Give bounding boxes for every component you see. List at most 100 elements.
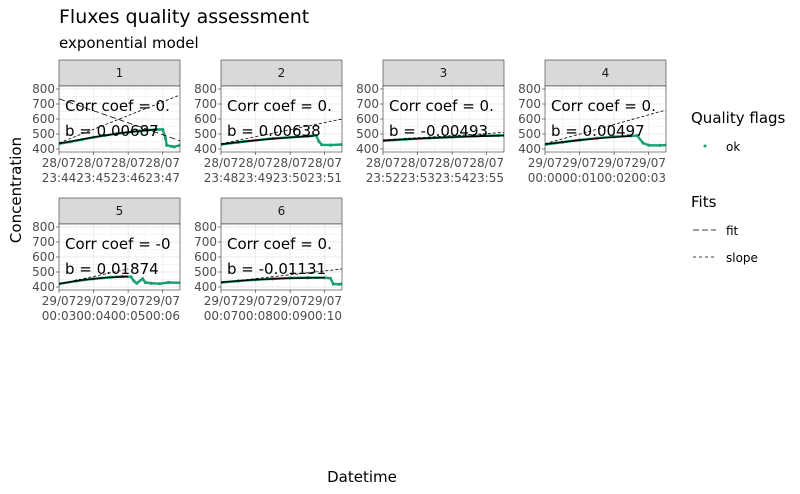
- x-tick-label-time: 23:44: [42, 171, 77, 185]
- y-tick-label: 700: [194, 235, 217, 249]
- panel-annotations: Corr coef = -0b = 0.01874: [65, 235, 170, 278]
- x-tick-label-date: 29/07: [307, 294, 342, 308]
- data-point: [337, 282, 341, 286]
- b-annotation: b = -0.00493: [389, 122, 488, 140]
- corr-annotation: Corr coef = 0.: [227, 235, 332, 253]
- x-tick-label-time: 23:48: [204, 171, 239, 185]
- chart-subtitle: exponential model: [59, 34, 199, 52]
- panel-series: [545, 109, 666, 147]
- b-annotation: b = 0.01874: [65, 260, 159, 278]
- data-point: [340, 282, 342, 286]
- b-annotation: b = 0.00497: [551, 122, 645, 140]
- grid: [59, 86, 180, 152]
- x-tick-label-time: 23:45: [76, 171, 111, 185]
- x-tick-label-time: 23:46: [111, 171, 146, 185]
- data-point: [172, 145, 176, 149]
- grid: [221, 86, 342, 152]
- data-point: [165, 143, 169, 147]
- x-tick-label-date: 29/07: [562, 156, 597, 170]
- x-tick-label-date: 28/07: [273, 156, 308, 170]
- x-tick-label-date: 28/07: [435, 156, 470, 170]
- series-fit: [59, 98, 180, 142]
- data-point: [664, 143, 666, 147]
- x-tick-label-time: 23:54: [435, 171, 470, 185]
- x-tick-label-time: 00:00: [528, 171, 563, 185]
- x-tick-label-date: 28/07: [400, 156, 435, 170]
- legend-slope-label: slope: [726, 251, 758, 265]
- y-tick-label: 500: [518, 127, 541, 141]
- data-point: [143, 280, 148, 285]
- y-tick-label: 800: [356, 82, 379, 96]
- data-point: [658, 143, 662, 147]
- strip-label: 2: [278, 66, 286, 80]
- legend-fit-label: fit: [726, 224, 739, 238]
- chart-title: Fluxes quality assessment: [59, 6, 309, 28]
- data-point: [129, 275, 133, 279]
- b-annotation: b = -0.01131: [227, 260, 326, 278]
- x-tick-label-date: 28/07: [76, 156, 111, 170]
- panel-annotations: Corr coef = 0.b = -0.00493: [389, 97, 494, 140]
- y-tick-label: 600: [194, 250, 217, 264]
- x-tick-label-time: 23:55: [469, 171, 504, 185]
- legend-quality-title: Quality flags: [691, 109, 786, 127]
- x-tick-label-time: 00:05: [111, 309, 146, 323]
- x-tick-label-date: 28/07: [469, 156, 504, 170]
- y-tick-label: 600: [194, 112, 217, 126]
- y-tick-label: 800: [518, 82, 541, 96]
- y-tick-label: 400: [194, 280, 217, 294]
- x-tick-label-date: 28/07: [204, 156, 239, 170]
- x-tick-label-date: 29/07: [111, 294, 146, 308]
- data-point: [135, 281, 139, 285]
- strip-label: 6: [278, 204, 286, 218]
- data-point: [149, 281, 153, 285]
- x-tick-label-date: 28/07: [111, 156, 146, 170]
- x-tick-label-time: 23:47: [145, 171, 180, 185]
- data-point: [328, 143, 333, 147]
- x-tick-label-date: 28/07: [42, 156, 77, 170]
- panel-series: [221, 118, 342, 147]
- y-tick-label: 700: [356, 97, 379, 111]
- x-tick-label-date: 29/07: [42, 294, 77, 308]
- x-tick-label-time: 23:51: [307, 171, 342, 185]
- data-point: [163, 136, 168, 141]
- panel-strip: [220, 59, 343, 87]
- panel-annotations: Corr coef = 0.b = 0.00638: [227, 97, 332, 140]
- panel-annotations: Corr coef = 0. b = -0.01131: [227, 235, 332, 278]
- b-annotation: b = 0.00687: [65, 122, 159, 140]
- y-tick-label: 600: [32, 250, 55, 264]
- x-tick-label-time: 00:03: [42, 309, 77, 323]
- series-fit-curve: [59, 128, 158, 145]
- y-tick-label: 400: [518, 142, 541, 156]
- y-tick-label: 500: [32, 265, 55, 279]
- y-tick-label: 800: [194, 82, 217, 96]
- series-slope: [383, 132, 504, 141]
- strip-label: 4: [602, 66, 610, 80]
- x-tick-label-time: 00:07: [204, 309, 239, 323]
- series-fit-curve: [221, 135, 314, 145]
- panel-series: [221, 268, 342, 286]
- data-point: [166, 280, 171, 285]
- series-slope: [59, 268, 129, 285]
- y-tick-label: 600: [32, 112, 55, 126]
- y-tick-label: 700: [518, 97, 541, 111]
- x-tick-label-date: 29/07: [273, 294, 308, 308]
- x-tick-label-time: 00:08: [238, 309, 273, 323]
- y-tick-label: 500: [194, 265, 217, 279]
- series-slope: [59, 94, 180, 144]
- panel-strip: [58, 197, 181, 225]
- x-tick-label-date: 28/07: [366, 156, 401, 170]
- panel-strip: [544, 59, 667, 87]
- data-point: [161, 127, 165, 132]
- x-tick-label-time: 23:49: [238, 171, 273, 185]
- y-tick-label: 500: [356, 127, 379, 141]
- data-point: [178, 281, 180, 285]
- y-tick-label: 400: [32, 142, 55, 156]
- y-tick-label: 800: [194, 220, 217, 234]
- data-point: [647, 143, 651, 147]
